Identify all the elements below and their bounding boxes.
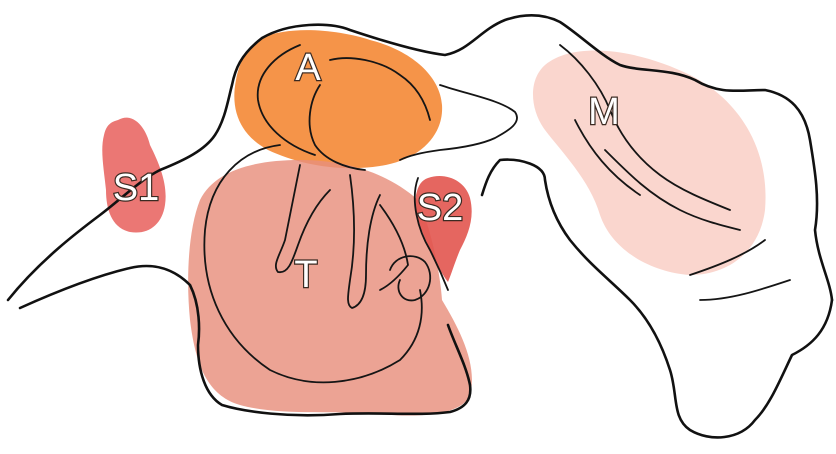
outline-m-inner-5 <box>700 280 790 300</box>
region-m-shape <box>533 51 766 275</box>
label-s2: S2 <box>417 187 463 229</box>
label-t: T <box>294 254 317 296</box>
label-m: M <box>588 91 620 133</box>
label-a: A <box>295 47 321 89</box>
label-s1: S1 <box>113 167 159 209</box>
